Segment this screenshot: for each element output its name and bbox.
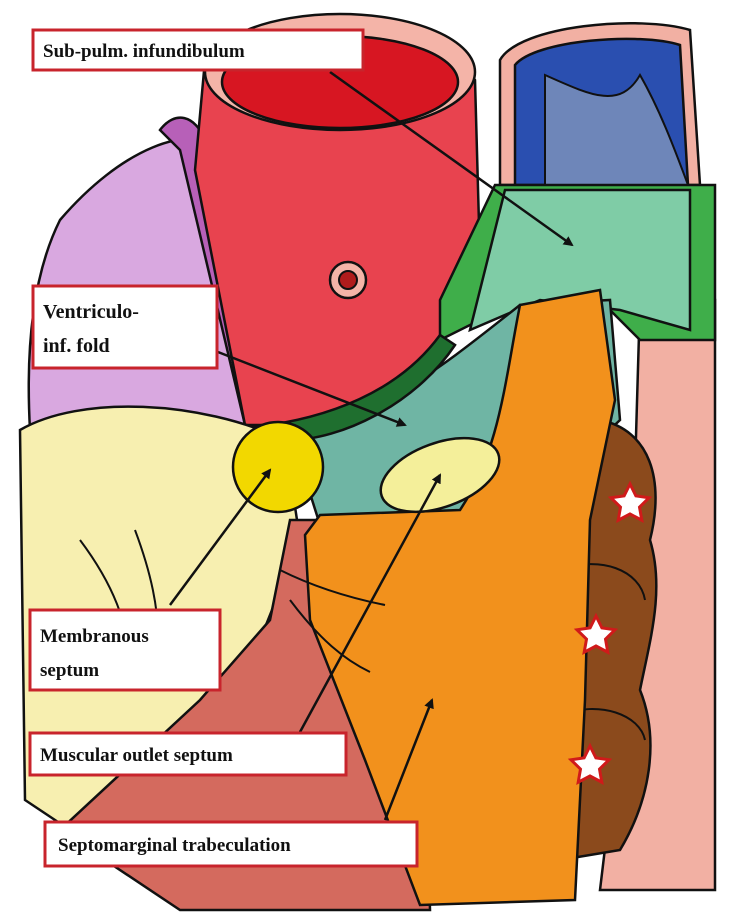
label-septomarginal-trabeculation: Septomarginal trabeculation [45, 822, 417, 866]
svg-text:Septomarginal trabeculation: Septomarginal trabeculation [58, 835, 291, 856]
svg-text:Ventriculo-: Ventriculo- [43, 301, 139, 323]
label-sub-pulm-infundibulum: Sub-pulm. infundibulum [33, 30, 363, 70]
svg-text:inf. fold: inf. fold [43, 335, 110, 357]
label-membranous-septum: Membranous septum [30, 610, 220, 690]
label-ventriculo-inf-fold: Ventriculo- inf. fold [33, 286, 217, 368]
svg-text:Sub-pulm. infundibulum: Sub-pulm. infundibulum [43, 41, 245, 62]
svg-text:septum: septum [40, 660, 99, 681]
label-muscular-outlet-septum: Muscular outlet septum [30, 733, 346, 775]
membranous-septum [233, 422, 323, 512]
coronary-orifice-inner [339, 271, 357, 289]
svg-text:Muscular outlet septum: Muscular outlet septum [40, 745, 233, 766]
svg-text:Membranous: Membranous [40, 626, 149, 647]
